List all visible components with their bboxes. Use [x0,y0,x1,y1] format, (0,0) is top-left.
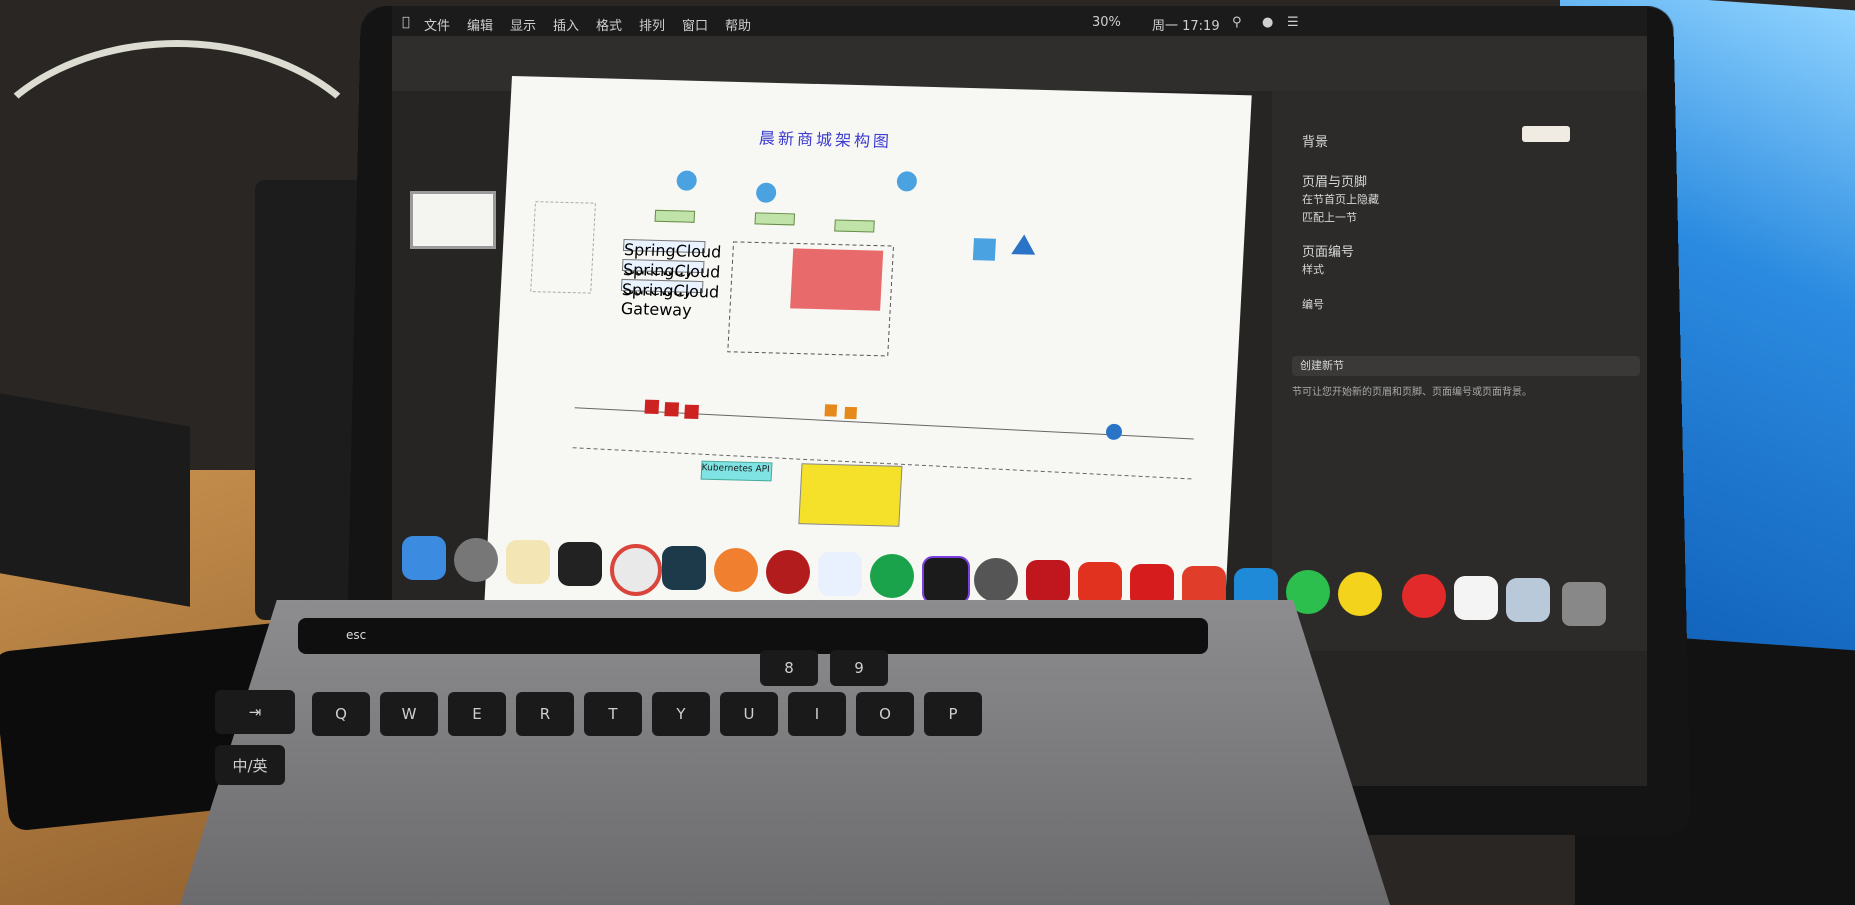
section-hint: 节可让您开始新的页眉和页脚、页面编号或页面背景。 [1292,387,1532,398]
preview-icon[interactable] [1506,578,1550,622]
header-footer-label: 页眉与页脚 [1302,175,1368,190]
notes-icon[interactable] [506,540,550,584]
textedit-icon[interactable] [1454,576,1498,620]
gateway-box-3: SpringCloud Gateway [620,278,720,320]
key-t[interactable]: T [584,692,642,736]
esc-key[interactable]: esc [346,628,367,642]
brackets-icon[interactable] [662,546,706,590]
key-q[interactable]: Q [312,692,370,736]
safari-icon[interactable] [714,548,758,592]
menu-item-arrange[interactable]: 排列 [639,19,666,34]
gateway-box-1: SpringCloud Gateway [623,238,722,280]
finder-icon[interactable] [402,536,446,580]
number-label: 编号 [1302,298,1324,311]
menu-item-help[interactable]: 帮助 [725,19,752,34]
slide-page[interactable]: 晨新商城架构图 SpringCloud Gateway SpringCloud … [482,76,1252,655]
diagram-chip [654,209,696,223]
external-keyboard [0,393,190,607]
menu-item-format[interactable]: 格式 [596,19,623,34]
key-y[interactable]: Y [652,692,710,736]
architecture-diagram [530,170,1194,527]
menu-item-file[interactable]: 文件 [424,19,451,34]
touch-bar[interactable]: esc [298,618,1208,654]
key-u[interactable]: U [720,692,778,736]
menu-item-window[interactable]: 窗口 [682,19,709,34]
battery-status[interactable]: 30% [1092,15,1121,30]
terminal-icon[interactable] [558,542,602,586]
key-zh-en[interactable]: 中/英 [215,745,285,785]
page-numbering-label: 页面编号 [1302,245,1355,260]
key-o[interactable]: O [856,692,914,736]
diagram-chip [754,212,796,226]
key-w[interactable]: W [380,692,438,736]
kubernetes-label: Kubernetes API [701,463,770,475]
background-swatch[interactable] [1522,126,1570,142]
search-icon[interactable]: ⚲ [1232,15,1242,30]
key-r[interactable]: R [516,692,574,736]
key-i[interactable]: I [788,692,846,736]
clock[interactable]: 周一 17:19 [1152,19,1220,34]
intellij-icon[interactable] [922,556,970,604]
xmind-icon[interactable] [1078,562,1122,606]
rdm-icon[interactable] [766,550,810,594]
tab-key[interactable]: ⇥ [215,690,295,734]
slide-thumbnail[interactable] [410,191,496,249]
gateway-box-2: SpringCloud Gateway [621,258,721,300]
hide-on-first-checkbox[interactable]: 在节首页上隐藏 [1302,193,1379,206]
background-label: 背景 [1302,135,1329,150]
apple-icon[interactable]:  [402,15,410,30]
key-9[interactable]: 9 [830,650,888,686]
key-e[interactable]: E [448,692,506,736]
menu-item-insert[interactable]: 插入 [553,19,580,34]
siri-icon[interactable]: ● [1262,15,1274,30]
edge-icon[interactable] [870,554,914,598]
control-center-icon[interactable]: ☰ [1287,15,1299,30]
foxmail-icon[interactable] [1402,574,1446,618]
music-icon[interactable] [1338,572,1382,616]
match-previous-checkbox[interactable]: 匹配上一节 [1302,211,1357,224]
preferences-icon[interactable] [974,558,1018,602]
trash-icon[interactable] [1562,582,1606,626]
key-p[interactable]: P [924,692,982,736]
filezilla-icon[interactable] [1026,560,1070,604]
style-label: 样式 [1302,263,1324,276]
launchpad-icon[interactable] [454,538,498,582]
menu-item-edit[interactable]: 编辑 [467,19,494,34]
menu-item-view[interactable]: 显示 [510,19,537,34]
inspector-panel: 背景 页眉与页脚 在节首页上隐藏 匹配上一节 页面编号 样式 编号 创建新节 节… [1272,91,1647,651]
key-8[interactable]: 8 [760,650,818,686]
diagram-chip [834,219,875,233]
baidu-netdisk-icon[interactable] [818,552,862,596]
cable [0,40,394,354]
menu-bar:  文件 编辑 显示 插入 格式 排列 窗口 帮助 30% 周一 17:19 ⚲… [392,6,1647,36]
create-section-button[interactable]: 创建新节 [1292,356,1640,376]
chrome-icon[interactable] [610,544,662,596]
